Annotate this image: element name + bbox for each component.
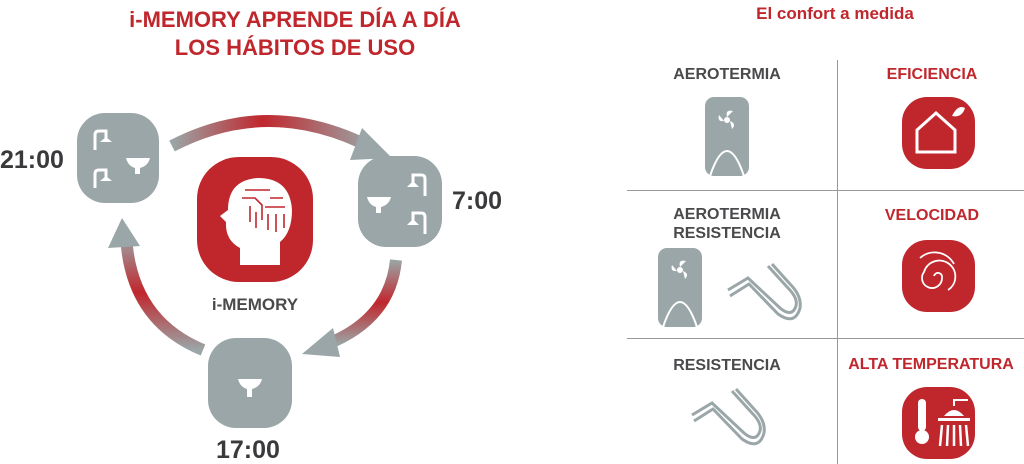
label-line: AEROTERMIA [673,206,781,223]
title-line-2: LOS HÁBITOS DE USO [174,35,416,60]
feature-label-alta-temperatura: ALTA TEMPERATURA [848,356,1014,373]
time-label: 17:00 [216,436,280,464]
brain-circuit-icon [197,157,313,282]
label-line: RESISTENCIA [673,225,781,242]
cycle-arrow-icon [169,115,392,160]
cycle-arrow-icon [108,218,206,356]
heating-coil-icon [727,262,802,321]
shower-sink-icon [77,113,159,203]
comfort-title: El confort a medida [756,4,914,23]
heat-pump-tank-icon [658,248,702,328]
cycle-diagram [77,113,442,428]
thermometer-shower-icon [902,387,975,459]
time-label: 21:00 [0,146,64,174]
cycle-title: i-MEMORY APRENDE DÍA A DÍA LOS HÁBITOS D… [60,6,530,62]
heating-coil-icon [691,387,766,446]
sink-icon [208,338,292,428]
speed-swirl-icon [902,240,975,312]
shower-sink-icon [358,156,442,247]
time-label: 7:00 [452,187,503,215]
grid-divider [837,60,838,464]
feature-label-eficiencia: EFICIENCIA [886,66,978,83]
cycle-arrow-icon [302,259,402,357]
mode-label-aerotermia: AEROTERMIA [673,66,781,83]
mode-label-resistencia: RESISTENCIA [673,357,781,374]
feature-label-velocidad: VELOCIDAD [884,207,980,224]
mode-label-aerotermia-resistencia: AEROTERMIA RESISTENCIA [627,205,827,243]
comfort-grid-icons [658,97,975,459]
grid-divider [627,190,1024,191]
grid-divider [627,338,1024,339]
title-line-1: i-MEMORY APRENDE DÍA A DÍA [129,7,461,32]
center-label: i-MEMORY [211,295,299,314]
house-leaf-icon [902,97,975,169]
heat-pump-tank-icon [705,97,749,177]
